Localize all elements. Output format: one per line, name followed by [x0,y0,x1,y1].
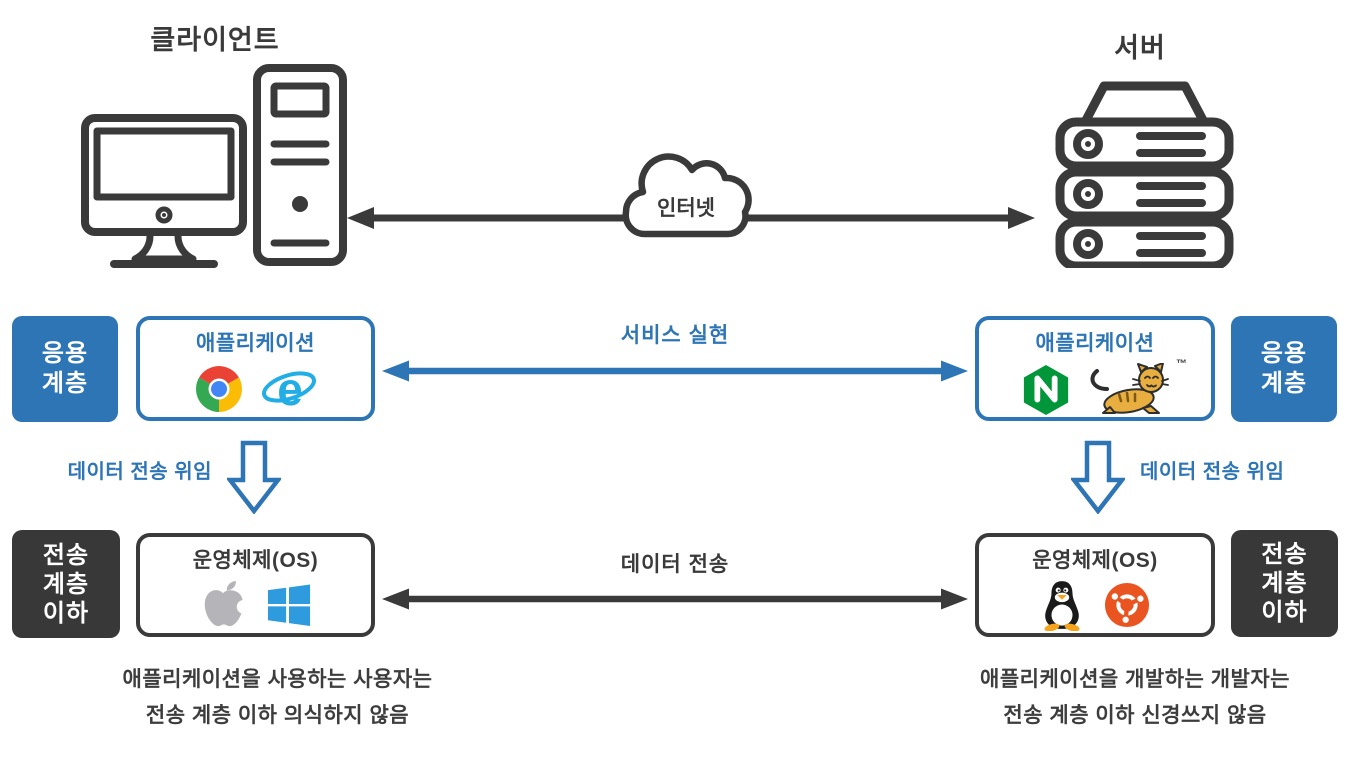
caption-right: 애플리케이션을 개발하는 개발자는 전송 계층 이하 신경쓰지 않음 [900,662,1350,734]
client-title: 클라이언트 [150,25,280,55]
delegate-label-right: 데이터 전송 위임 [1140,461,1285,483]
delegate-down-arrow-right [1071,440,1125,514]
server-stack-icon [1055,81,1234,268]
internet-cloud-icon: 인터넷 [622,153,752,238]
os-box-right-title: 운영체제(OS) [1032,549,1158,572]
chrome-icon [195,365,242,412]
service-realization-arrow [382,360,968,382]
data-transfer-arrow-label: 데이터 전송 [620,553,730,576]
app-layer-badge-right: 응용 계층 [1231,316,1337,422]
caption-left: 애플리케이션을 사용하는 사용자는 전송 계층 이하 의식하지 않음 [40,662,515,734]
windows-icon [267,584,310,626]
os-box-left: 운영체제(OS) [136,533,375,637]
delegate-label-left: 데이터 전송 위임 [67,461,212,483]
apple-icon [204,581,245,627]
desktop-computer-icon [81,64,347,268]
badge-line: 응용 [41,340,89,367]
ubuntu-icon [1104,582,1150,628]
transport-layer-badge-left: 전송 계층 이하 [12,530,120,638]
transport-layer-badge-right: 전송 계층 이하 [1231,530,1338,637]
badge-line: 이하 [42,599,90,627]
service-arrow-label: 서비스 실현 [620,324,730,347]
badge-line: 계층 [41,370,89,397]
server-title: 서버 [1114,33,1166,63]
badge-line: 계층 [1260,370,1308,397]
badge-line: 이하 [1261,599,1308,626]
internet-explorer-icon: e [261,364,316,414]
app-layer-badge-left: 응용 계층 [12,316,118,422]
application-box-right-title: 애플리케이션 [1035,332,1155,355]
badge-line: 계층 [1261,570,1308,597]
tomcat-trademark: ™ [1176,358,1187,370]
badge-line: 계층 [42,570,90,598]
caption-line: 애플리케이션을 개발하는 개발자는 [980,668,1290,691]
caption-line: 전송 계층 이하 신경쓰지 않음 [1003,704,1267,727]
application-box-left: 애플리케이션 e [136,316,375,421]
tomcat-icon [1090,362,1169,414]
application-box-right: 애플리케이션 [975,316,1215,421]
internet-label: 인터넷 [657,197,715,220]
badge-line: 전송 [1261,541,1308,568]
badge-line: 응용 [1260,340,1308,367]
application-box-left-title: 애플리케이션 [196,332,315,355]
delegate-down-arrow-left [227,440,281,514]
linux-tux-icon [1044,581,1080,631]
os-box-left-title: 운영체제(OS) [192,549,319,572]
data-transfer-arrow [382,588,968,610]
badge-line: 전송 [42,541,90,569]
nginx-icon [1023,364,1069,415]
os-box-right: 운영체제(OS) [975,533,1215,637]
caption-line: 전송 계층 이하 의식하지 않음 [145,704,410,727]
caption-line: 애플리케이션을 사용하는 사용자는 [122,668,433,691]
